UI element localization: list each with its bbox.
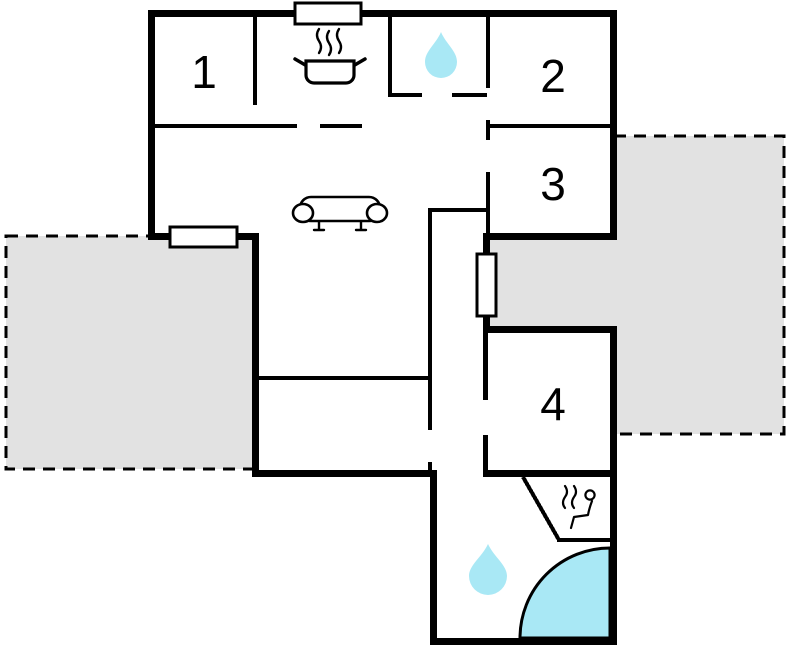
steam-icon	[315, 27, 343, 57]
wall-room4-left-lower	[483, 435, 488, 470]
wall-hall-bottom	[252, 470, 437, 477]
room-2-label: 2	[540, 50, 566, 102]
wall-room2-left-upper	[486, 17, 490, 88]
wall-hall-divider	[252, 376, 428, 380]
terrace-right	[612, 134, 786, 436]
window-top	[293, 1, 363, 26]
wall-room4-bottom	[483, 470, 617, 477]
wall-room3-left	[486, 172, 490, 233]
sauna-steam-icon	[570, 484, 578, 510]
pot-body	[304, 59, 356, 85]
sofa-icon	[291, 195, 389, 232]
sauna-person-head	[584, 489, 596, 501]
wall-top	[148, 10, 617, 17]
wall-kitchen-bottom-stub	[320, 124, 362, 128]
wall-room2-left-lower	[486, 120, 490, 140]
room-3-label: 3	[540, 158, 566, 210]
wall-annex-left	[430, 470, 437, 645]
sauna-steam-icon	[561, 484, 569, 510]
room-labels: 1 2 3 4	[191, 46, 566, 430]
wall-sauna-diagonal	[521, 476, 561, 541]
wall-corridor-left	[428, 208, 432, 430]
walls	[148, 10, 617, 645]
sofa-legs	[312, 218, 368, 232]
water-drop-icon-top	[425, 32, 457, 78]
wall-left-lower	[252, 233, 259, 477]
sofa-arm-left	[291, 202, 315, 224]
sofa-arm-right	[365, 202, 389, 224]
wall-room2-room3-divider	[486, 124, 617, 128]
water-drop-icon-bottom	[469, 544, 507, 595]
wall-corridor-top-stub	[430, 208, 486, 212]
wall-room1-kitchen-divider	[253, 17, 257, 105]
wall-bath-bottom-right	[452, 93, 487, 97]
room-4-label: 4	[540, 378, 566, 430]
stove-icon	[293, 27, 367, 85]
wall-right-lower	[610, 326, 617, 645]
window-left	[168, 225, 239, 249]
wall-bath-bottom-left	[388, 93, 422, 97]
wall-room4-left-upper	[483, 333, 488, 400]
wall-room4-top	[483, 326, 617, 333]
wall-kitchen-bath-divider	[388, 17, 392, 97]
wall-room3-bottom	[483, 233, 617, 240]
windows	[168, 1, 498, 318]
sauna-icon	[561, 484, 596, 530]
room-1-label: 1	[191, 46, 217, 98]
terraces	[4, 134, 786, 471]
terrace-notch-fill	[486, 240, 617, 326]
wall-sauna-bottom	[557, 538, 610, 542]
sauna-person-body	[569, 499, 594, 530]
wall-annex-bottom	[430, 638, 617, 645]
corner-bath-icon	[518, 546, 612, 640]
terrace-left	[4, 234, 256, 471]
wall-room1-bottom	[148, 124, 297, 128]
wall-corridor-left-lower	[428, 462, 432, 470]
window-right	[475, 252, 498, 318]
